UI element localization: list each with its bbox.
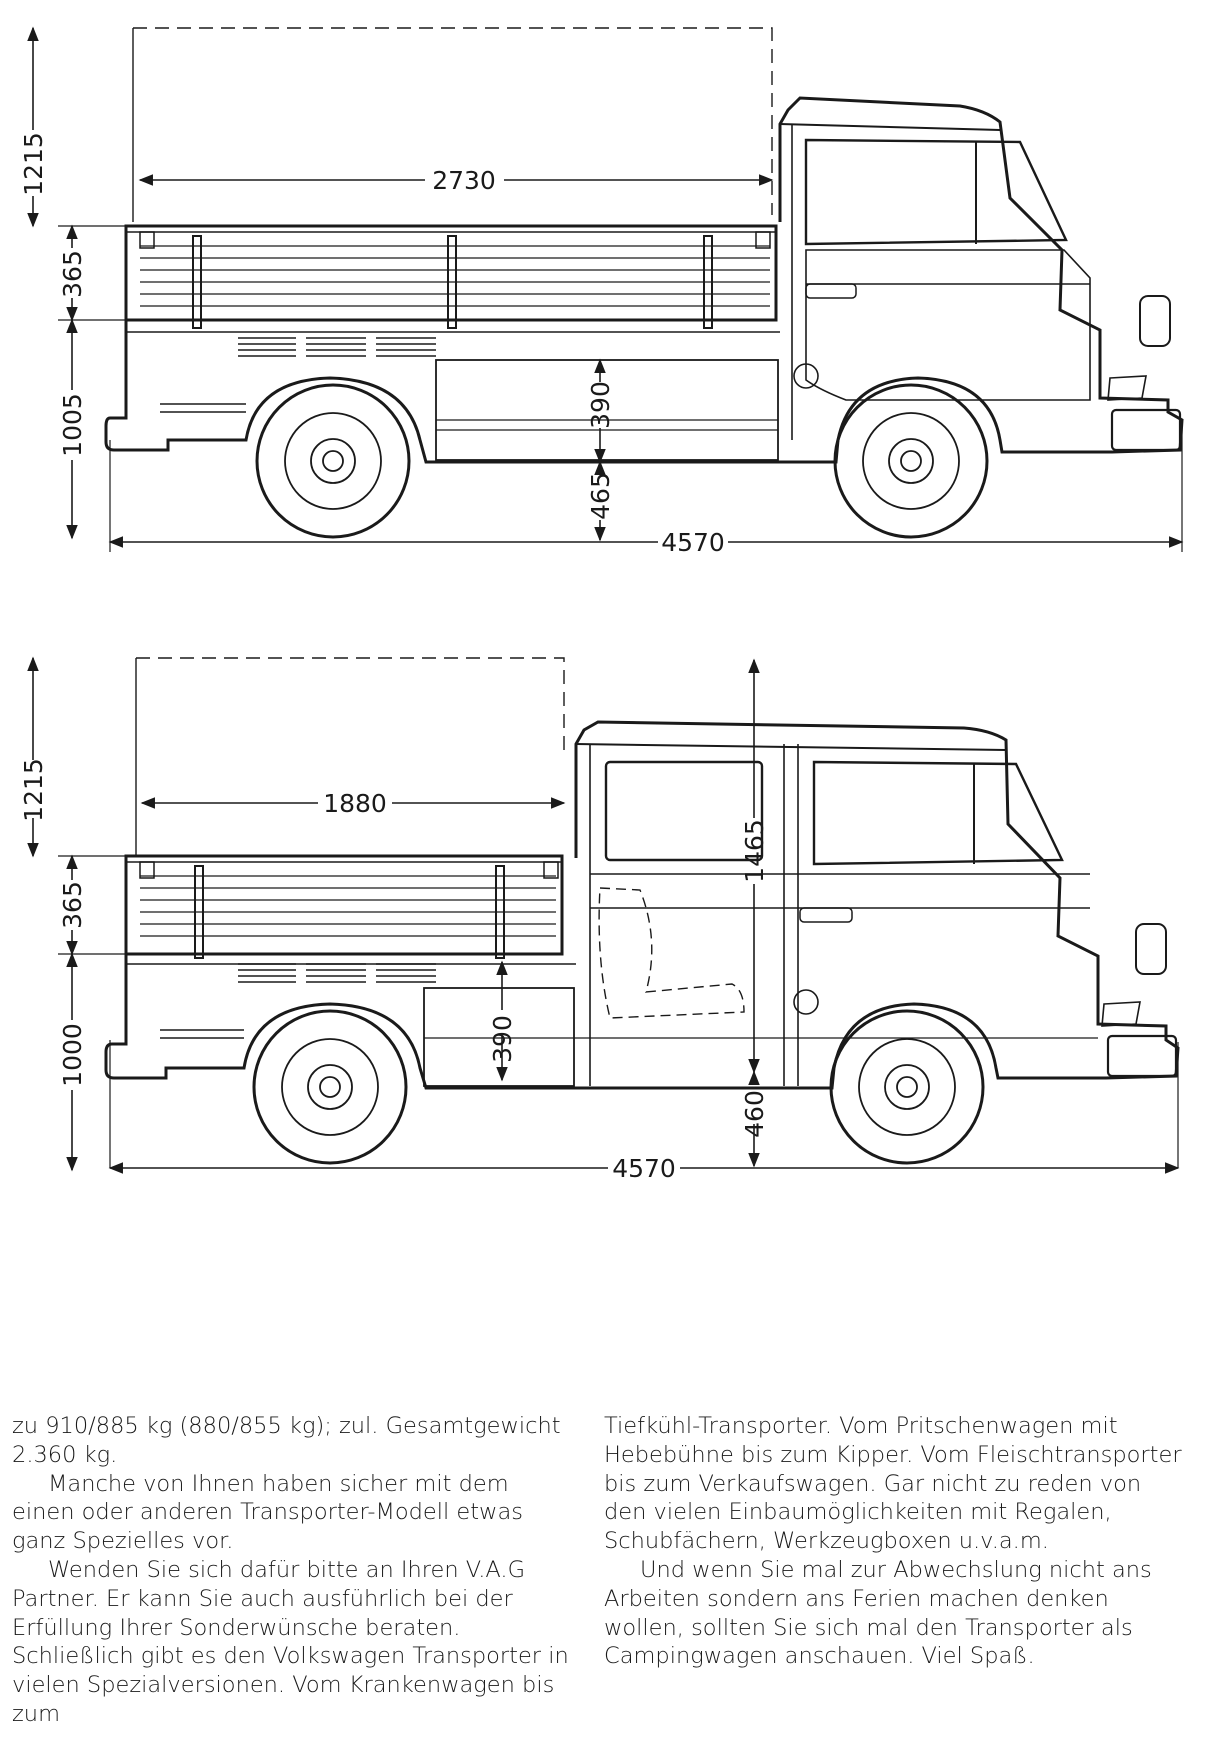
paragraph-special-versions: Tiefkühl-Transporter. Vom Pritschenwagen… bbox=[604, 1413, 1182, 1555]
ground-clearance-label: 460 bbox=[740, 1090, 769, 1138]
height-total-label: 1215 bbox=[19, 758, 48, 822]
paragraph-dealer: Wenden Sie sich dafür bitte an Ihren V.A… bbox=[12, 1556, 569, 1727]
paragraph-camping: Und wenn Sie mal zur Abwechslung nicht a… bbox=[604, 1556, 1152, 1670]
text-column-left: zu 910/885 kg (880/855 kg); zul. Gesamtg… bbox=[12, 1412, 572, 1729]
overall-length-label: 4570 bbox=[661, 528, 725, 557]
loading-edge-label: 390 bbox=[586, 381, 615, 429]
paragraph-special-models: Manche von Ihnen haben sicher mit dem ei… bbox=[12, 1470, 523, 1555]
ground-to-bed-label: 1005 bbox=[58, 393, 87, 457]
bed-length-label: 1880 bbox=[323, 789, 387, 818]
double-cab-vehicle bbox=[104, 720, 1180, 1165]
paragraph-weight: zu 910/885 kg (880/855 kg); zul. Gesamtg… bbox=[12, 1413, 561, 1468]
double-cab-pickup-diagram: 1215 365 1000 1880 4570 390 1465 460 bbox=[0, 640, 1232, 1200]
single-cab-pickup-diagram: 1215 365 1005 2730 4570 390 465 bbox=[0, 0, 1232, 580]
loading-edge-label: 390 bbox=[488, 1015, 517, 1063]
overall-length-label: 4570 bbox=[612, 1154, 676, 1183]
single-cab-vehicle bbox=[104, 96, 1184, 539]
text-column-right: Tiefkühl-Transporter. Vom Pritschenwagen… bbox=[604, 1412, 1184, 1671]
cab-height-label: 1465 bbox=[740, 819, 769, 883]
single-cab-drawing: 1215 365 1005 2730 4570 390 465 bbox=[19, 26, 1184, 557]
double-cab-drawing: 1215 365 1000 1880 4570 390 1465 460 bbox=[19, 656, 1180, 1183]
height-total-label: 1215 bbox=[19, 132, 48, 196]
ground-clearance-label: 465 bbox=[586, 472, 615, 520]
side-height-label: 365 bbox=[58, 250, 87, 298]
ground-to-bed-label: 1000 bbox=[58, 1023, 87, 1087]
bed-length-label: 2730 bbox=[432, 166, 496, 195]
side-height-label: 365 bbox=[58, 881, 87, 929]
